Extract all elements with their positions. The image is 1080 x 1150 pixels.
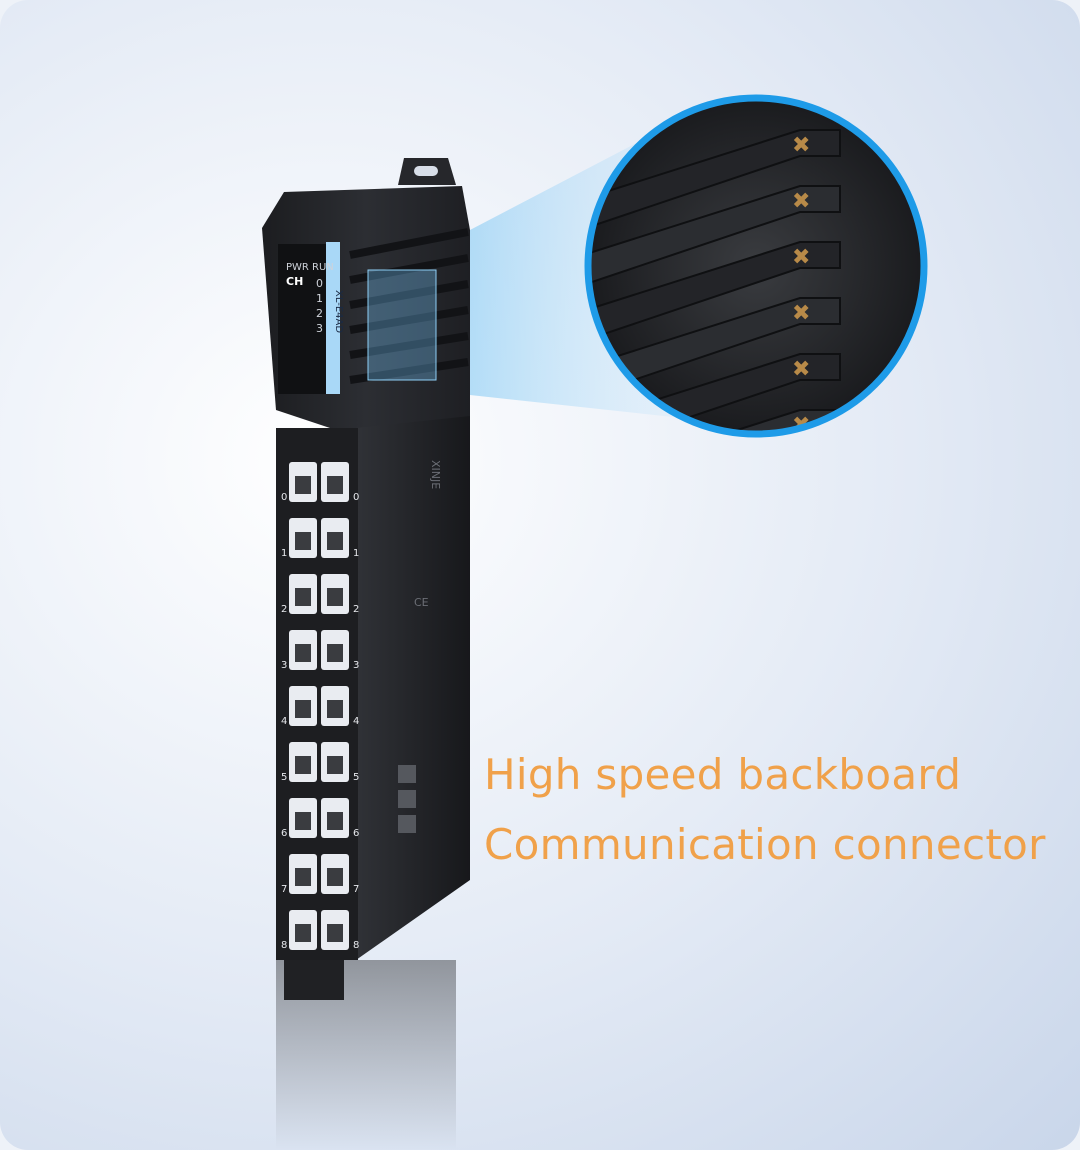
terminal-row-label: 7	[353, 884, 359, 895]
terminal-grid: 0 0 1 1 2 2 3 3 4 4 5 5 6 6 7 7 8 8	[281, 462, 359, 951]
terminal-hole	[327, 924, 343, 942]
terminal-row-label: 6	[353, 828, 359, 839]
zoomed-fin	[588, 185, 841, 288]
terminal-row-label: 3	[353, 660, 359, 671]
channel-3: 3	[316, 322, 323, 335]
terminal-hole	[295, 532, 311, 550]
run-label: RUN	[312, 262, 334, 273]
terminal-row-label: 4	[353, 716, 359, 727]
terminal-hole	[295, 868, 311, 886]
terminal-hole	[295, 700, 311, 718]
zoomed-fin	[588, 129, 841, 232]
channel-0: 0	[316, 277, 323, 290]
ch-label: CH	[286, 275, 303, 288]
model-label: XL-E4AD	[333, 290, 344, 333]
contact-pin: ✖	[792, 189, 810, 214]
contact-pin: ✖	[792, 357, 810, 382]
caption-line-2: Communication connector	[484, 820, 1046, 869]
terminal-hole	[327, 532, 343, 550]
channel-1: 1	[316, 292, 323, 305]
module-side-panel	[356, 416, 470, 960]
terminal-row-label: 0	[353, 492, 359, 503]
terminal-hole	[295, 756, 311, 774]
terminal-row-label: 6	[281, 828, 287, 839]
zoom-ring	[584, 94, 928, 438]
terminal-row-label: 3	[281, 660, 287, 671]
terminal-row-label: 5	[353, 772, 359, 783]
zoomed-fin	[588, 297, 841, 400]
terminal-row-label: 1	[281, 548, 287, 559]
terminal-hole	[327, 644, 343, 662]
heat-fins	[349, 228, 469, 384]
terminal-hole	[327, 476, 343, 494]
terminal-row-label: 2	[281, 604, 287, 615]
caption-line-1: High speed backboard	[484, 750, 962, 799]
terminal-hole	[327, 588, 343, 606]
terminal-hole	[295, 812, 311, 830]
ce-mark: CE	[414, 596, 429, 609]
zoom-inset: ✖✖✖✖✖✖	[584, 94, 928, 438]
terminal-row-label: 5	[281, 772, 287, 783]
model-strip	[326, 242, 340, 394]
terminal-row-label: 8	[281, 940, 287, 951]
terminal-row-label: 7	[281, 884, 287, 895]
terminal-row-label: 0	[281, 492, 287, 503]
zoomed-fin	[588, 409, 841, 434]
terminal-row-label: 4	[281, 716, 287, 727]
terminal-hole	[327, 756, 343, 774]
brand-label: XINJE	[429, 460, 442, 489]
feature-caption: High speed backboard Communication conne…	[484, 740, 1046, 880]
terminal-hole	[327, 868, 343, 886]
terminal-hole	[295, 924, 311, 942]
led-panel	[278, 244, 332, 394]
terminal-row-label: 2	[353, 604, 359, 615]
pwr-label: PWR	[286, 262, 309, 273]
contact-pin: ✖	[792, 245, 810, 270]
terminal-hole	[295, 588, 311, 606]
terminal-row-label: 1	[353, 548, 359, 559]
terminal-hole	[327, 700, 343, 718]
contact-pin: ✖	[792, 133, 810, 158]
terminal-hole	[327, 812, 343, 830]
contact-pin: ✖	[792, 301, 810, 326]
terminal-hole	[295, 644, 311, 662]
zoomed-fin	[588, 241, 841, 344]
terminal-hole	[295, 476, 311, 494]
terminal-row-label: 8	[353, 940, 359, 951]
channel-2: 2	[316, 307, 323, 320]
